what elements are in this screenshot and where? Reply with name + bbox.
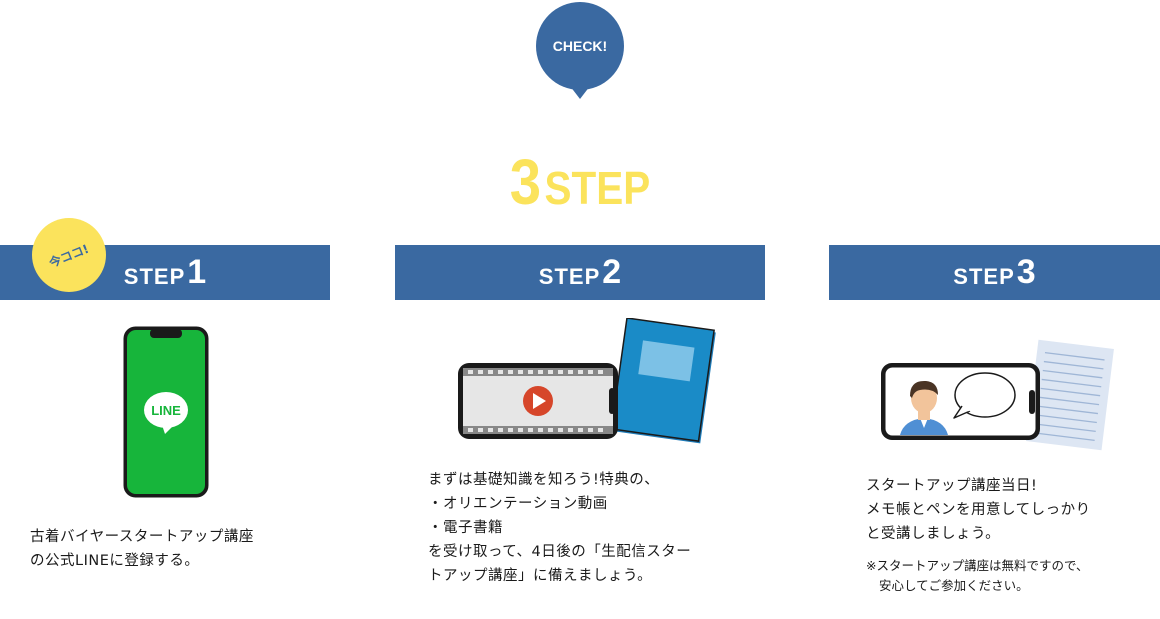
smartphone-line-app-icon: LINE (123, 326, 209, 498)
main-title-number: 3 (509, 146, 542, 218)
step-3-line: メモ帳とペンを用意してしっかり (866, 502, 1091, 518)
video-and-ebook-icon (458, 318, 716, 444)
step-1-line: 古着バイヤースタートアップ講座 (30, 529, 254, 545)
current-step-badge-label: 今ココ! (47, 241, 92, 270)
step-1-label: STEP (123, 263, 186, 289)
check-badge: CHECK! (536, 2, 624, 90)
line-logo-text: LINE (151, 403, 181, 418)
step-2-line: トアップ講座」に備えましょう。 (428, 568, 653, 584)
step-3-description: スタートアップ講座当日! メモ帳とペンを用意してしっかり と受講しましょう。 (866, 474, 1091, 546)
step-1-number: 1 (187, 253, 207, 291)
step-1-description: 古着バイヤースタートアップ講座 の公式LINEに登録する。 (30, 525, 254, 573)
check-badge-pointer (570, 86, 590, 99)
step-3-number: 3 (1016, 253, 1036, 291)
main-title: 3STEP (483, 142, 677, 228)
step-2-number: 2 (602, 253, 622, 291)
step-2-line: ・オリエンテーション動画 (428, 496, 608, 512)
step-3-line: と受講しましょう。 (866, 526, 1001, 542)
step-2-line: ・電子書籍 (428, 520, 503, 536)
step-2-line: を受け取って、4日後の「生配信スター (428, 544, 692, 560)
step-1-line: の公式LINEに登録する。 (30, 553, 200, 569)
step-3-label: STEP (953, 263, 1015, 289)
current-step-badge: 今ココ! (32, 218, 106, 292)
main-title-word: STEP (544, 162, 651, 214)
step-2-label: STEP (538, 263, 601, 289)
step-3-note: ※スタートアップ講座は無料ですので、 安心してご参加ください。 (866, 556, 1088, 596)
step-3-note-line: ※スタートアップ講座は無料ですので、 (866, 558, 1089, 573)
check-label: CHECK! (552, 38, 608, 54)
step-2-description: まずは基礎知識を知ろう!特典の、 ・オリエンテーション動画 ・電子書籍 を受け取… (428, 468, 691, 588)
step-2-line: まずは基礎知識を知ろう!特典の、 (428, 472, 660, 488)
live-stream-and-memo-icon (881, 339, 1114, 451)
step-3-note-line: 安心してご参加ください。 (879, 578, 1029, 593)
step-3-line: スタートアップ講座当日! (866, 478, 1038, 494)
